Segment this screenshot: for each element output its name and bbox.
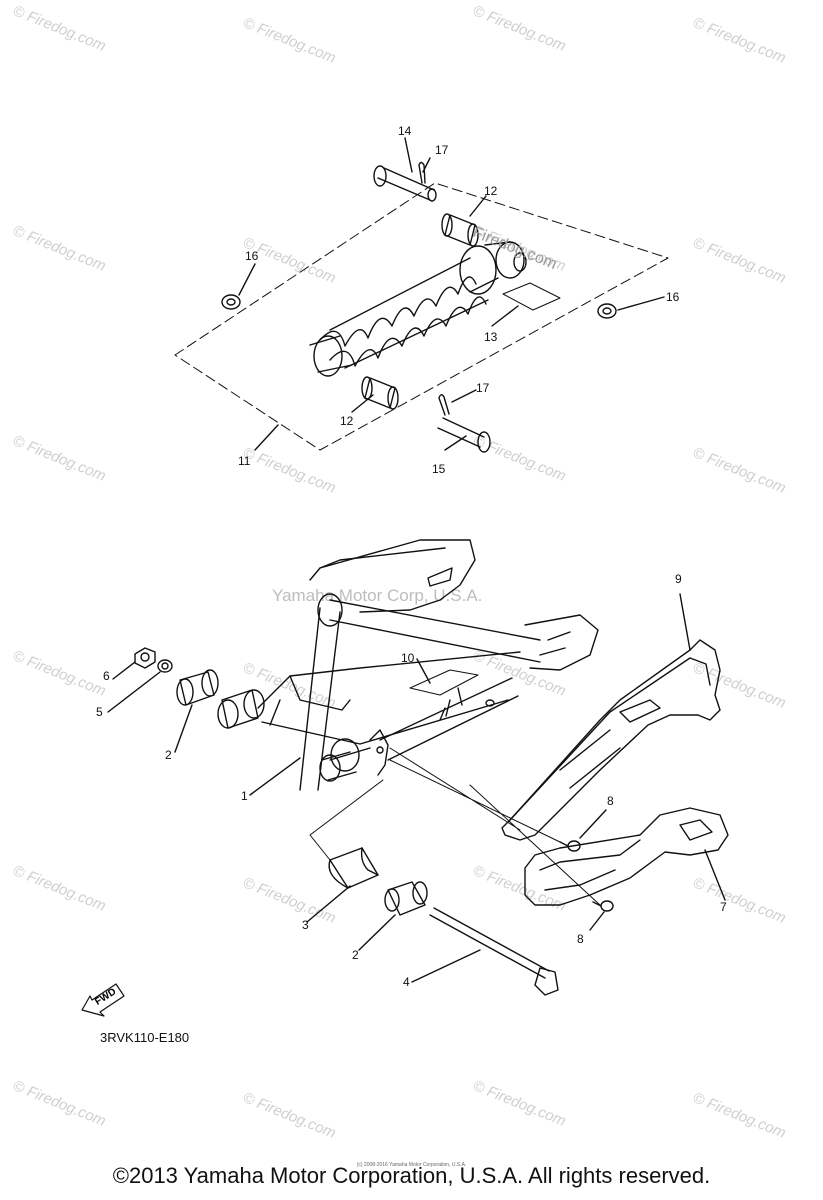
- shock-assembly-outline: [174, 182, 669, 451]
- pivot-bolt-4: [429, 907, 559, 996]
- bushing-2-lower: [384, 881, 428, 916]
- nut-6: [134, 647, 156, 669]
- callout-11: 11: [238, 454, 251, 468]
- callout-8-upper: 8: [607, 794, 614, 808]
- copyright-notice: ©2013 Yamaha Motor Corporation, U.S.A. A…: [112, 1163, 711, 1188]
- swingarm: [257, 539, 599, 791]
- callout-5: 5: [96, 705, 103, 719]
- bushing-front-pivot: [319, 751, 357, 782]
- bolt-8-lower: [592, 900, 614, 912]
- cotter-pin-lower: [438, 394, 450, 416]
- callout-15: 15: [432, 462, 446, 476]
- label-sticker-10: [409, 669, 479, 696]
- callout-13: 13: [484, 330, 498, 344]
- fwd-label: FWD: [93, 986, 118, 1007]
- bushing-3: [328, 847, 379, 889]
- washer-16-left: [221, 294, 241, 310]
- callout-1: 1: [241, 789, 248, 803]
- pin-lower: [437, 417, 491, 453]
- diagram-code: 3RVK110-E180: [100, 1030, 190, 1045]
- washer-5: [157, 659, 173, 673]
- callout-2-upper: 2: [165, 748, 172, 762]
- callout-9: 9: [675, 572, 682, 586]
- washer-16-right: [597, 303, 617, 319]
- callout-10: 10: [401, 651, 415, 665]
- callout-2-lower: 2: [352, 948, 359, 962]
- chain-guard-7: [524, 807, 729, 906]
- pin-upper: [373, 165, 437, 202]
- callout-16-right: 16: [666, 290, 680, 304]
- label-sticker-13: [502, 282, 561, 311]
- callout-8-lower: 8: [577, 932, 584, 946]
- callout-12-lower: 12: [340, 414, 354, 428]
- bolt-8-upper: [559, 840, 581, 852]
- chain-guard-9: [501, 639, 721, 841]
- callout-7: 7: [720, 900, 727, 914]
- callout-16-left: 16: [245, 249, 259, 263]
- fwd-arrow-icon: [81, 983, 125, 1017]
- callout-4: 4: [403, 975, 410, 989]
- bushing-2-middle: [217, 689, 265, 729]
- corp-watermark: Yamaha Motor Corp, U.S.A.: [272, 586, 483, 605]
- cotter-pin-upper: [418, 161, 426, 184]
- bushing-lower: [361, 376, 399, 410]
- bushing-2-upper: [176, 669, 219, 706]
- shock-absorber: [309, 241, 527, 377]
- callout-17-lower: 17: [476, 381, 490, 395]
- callout-3: 3: [302, 918, 309, 932]
- callout-17-upper: 17: [435, 143, 449, 157]
- callout-12-upper: 12: [484, 184, 498, 198]
- callout-6: 6: [103, 669, 110, 683]
- callout-14: 14: [398, 124, 412, 138]
- fine-print: (c) 2008-2016 Yamaha Motor Corporation, …: [356, 1162, 467, 1168]
- bushing-upper: [441, 213, 479, 247]
